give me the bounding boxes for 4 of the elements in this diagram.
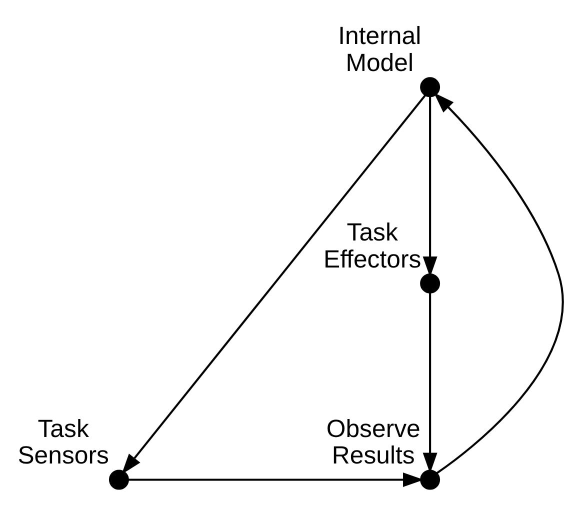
node-label: Task Effectors — [324, 218, 422, 273]
node-label: Task Sensors — [18, 414, 109, 470]
node-label: Internal Model — [338, 22, 422, 77]
node-label: Observe Results — [326, 414, 420, 470]
